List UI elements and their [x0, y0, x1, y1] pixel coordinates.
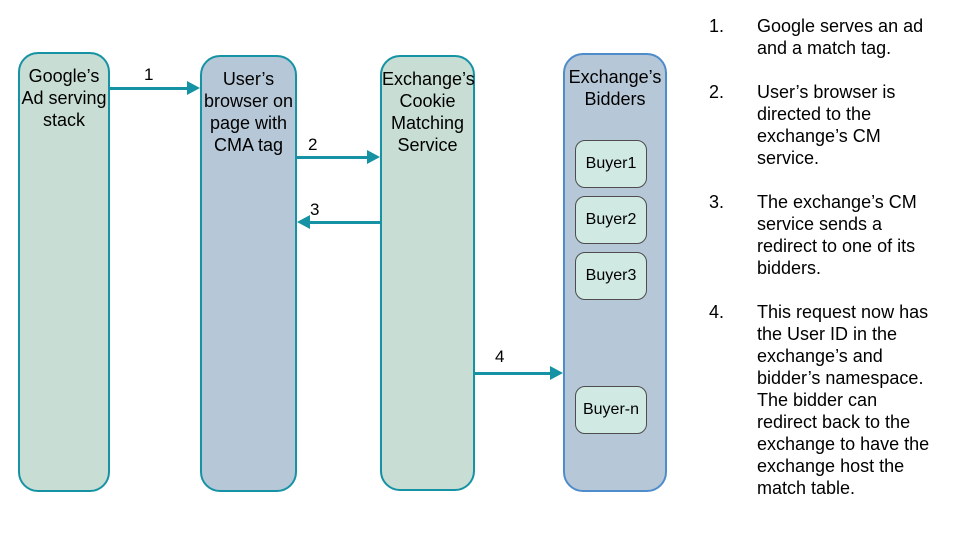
buyer-n-box: Buyer-n [575, 386, 647, 434]
step-item-2: 2. User’s browser is directed to the exc… [709, 81, 953, 169]
steps-list: 1. Google serves an ad and a match tag. … [709, 15, 953, 521]
step-1-number: 1. [709, 16, 725, 36]
exchange-bidders-box: Exchange’s Bidders Buyer1 Buyer2 Buyer3 … [563, 53, 667, 492]
buyer2-label: Buyer2 [585, 211, 637, 228]
arrow-2-shaft [297, 155, 368, 159]
google-ad-stack-box: Google’s Ad serving stack [18, 52, 110, 492]
user-browser-title: User’s browser on page with CMA tag [203, 69, 294, 155]
buyer1-box: Buyer1 [575, 140, 647, 188]
arrow-2-label: 2 [308, 135, 318, 154]
step-4-text: This request now has the User ID in the … [757, 302, 930, 498]
exchange-cm-service-box: Exchange’s Cookie Matching Service [380, 55, 475, 491]
step-4-number: 4. [709, 302, 725, 322]
step-2-text: User’s browser is directed to the exchan… [757, 82, 896, 168]
user-browser-box: User’s browser on page with CMA tag [200, 55, 297, 492]
step-3-text: The exchange’s CM service sends a redire… [757, 192, 917, 278]
arrow-4-head-icon [550, 366, 563, 380]
step-item-3: 3. The exchange’s CM service sends a red… [709, 191, 953, 279]
arrow-2-head-icon [367, 150, 380, 164]
step-item-1: 1. Google serves an ad and a match tag. [709, 15, 953, 59]
buyer3-box: Buyer3 [575, 252, 647, 300]
step-3-number: 3. [709, 192, 725, 212]
buyer-n-label: Buyer-n [582, 401, 640, 418]
arrow-1-shaft [110, 86, 188, 90]
arrow-1-head-icon [187, 81, 200, 95]
exchange-cm-service-title: Exchange’s Cookie Matching Service [382, 69, 475, 155]
arrow-4-shaft [475, 371, 551, 375]
arrow-3-head-icon [297, 215, 310, 229]
buyer1-label: Buyer1 [585, 155, 637, 172]
step-1-text: Google serves an ad and a match tag. [757, 16, 924, 58]
buyer3-label: Buyer3 [585, 267, 637, 284]
buyer2-box: Buyer2 [575, 196, 647, 244]
arrow-3-shaft [310, 220, 380, 224]
arrow-1-label: 1 [144, 65, 154, 84]
step-item-4: 4. This request now has the User ID in t… [709, 301, 953, 499]
exchange-bidders-title: Exchange’s Bidders [568, 67, 662, 109]
google-ad-stack-title: Google’s Ad serving stack [21, 66, 107, 130]
arrow-3-label: 3 [310, 200, 320, 219]
step-2-number: 2. [709, 82, 725, 102]
arrow-4-label: 4 [495, 347, 505, 366]
